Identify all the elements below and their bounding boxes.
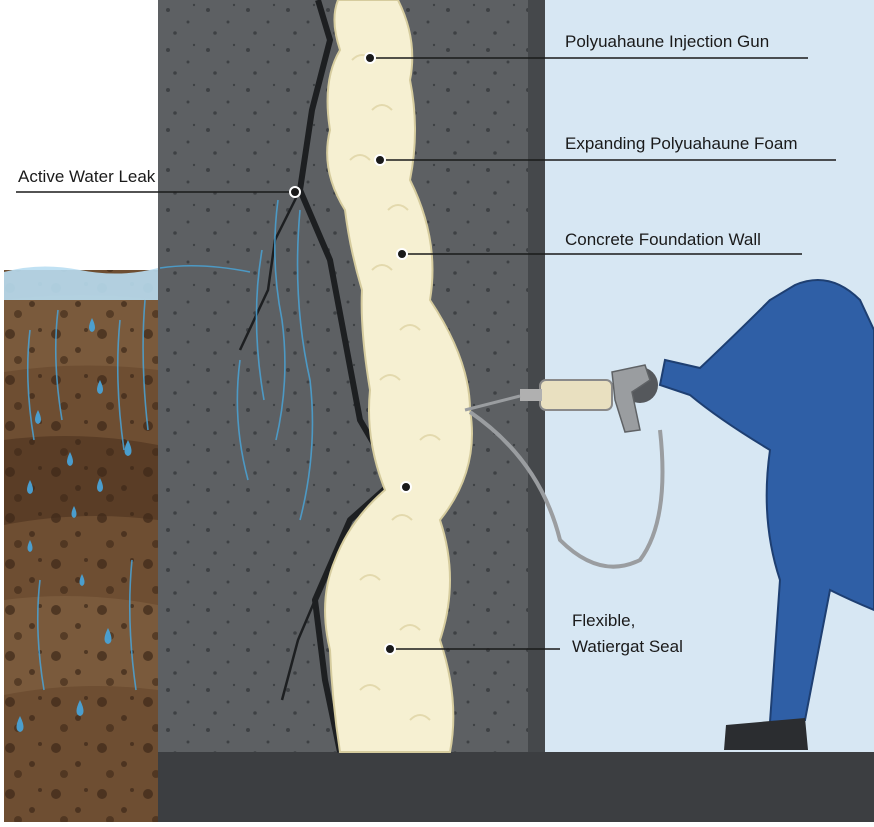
label-seal-line1: Flexible, <box>572 611 636 630</box>
injection-gun <box>464 364 665 569</box>
soil-section <box>4 266 158 822</box>
floor <box>158 752 874 822</box>
water-drops <box>16 318 132 732</box>
wall-crack <box>297 0 398 753</box>
label-water-leak: Active Water Leak <box>18 167 156 186</box>
label-foundation-wall: Concrete Foundation Wall <box>565 230 761 249</box>
expanding-foam <box>324 0 473 753</box>
worker <box>622 279 874 750</box>
callout-lines <box>16 57 836 650</box>
wall-edge <box>528 0 545 752</box>
label-expanding-foam: Expanding Polyuahaune Foam <box>565 134 798 153</box>
water-seep-lines <box>26 199 314 691</box>
callout-dots <box>289 52 412 655</box>
label-seal-line2: Watiergat Seal <box>572 637 683 656</box>
label-injection-gun: Polyuahaune Injection Gun <box>565 32 770 51</box>
